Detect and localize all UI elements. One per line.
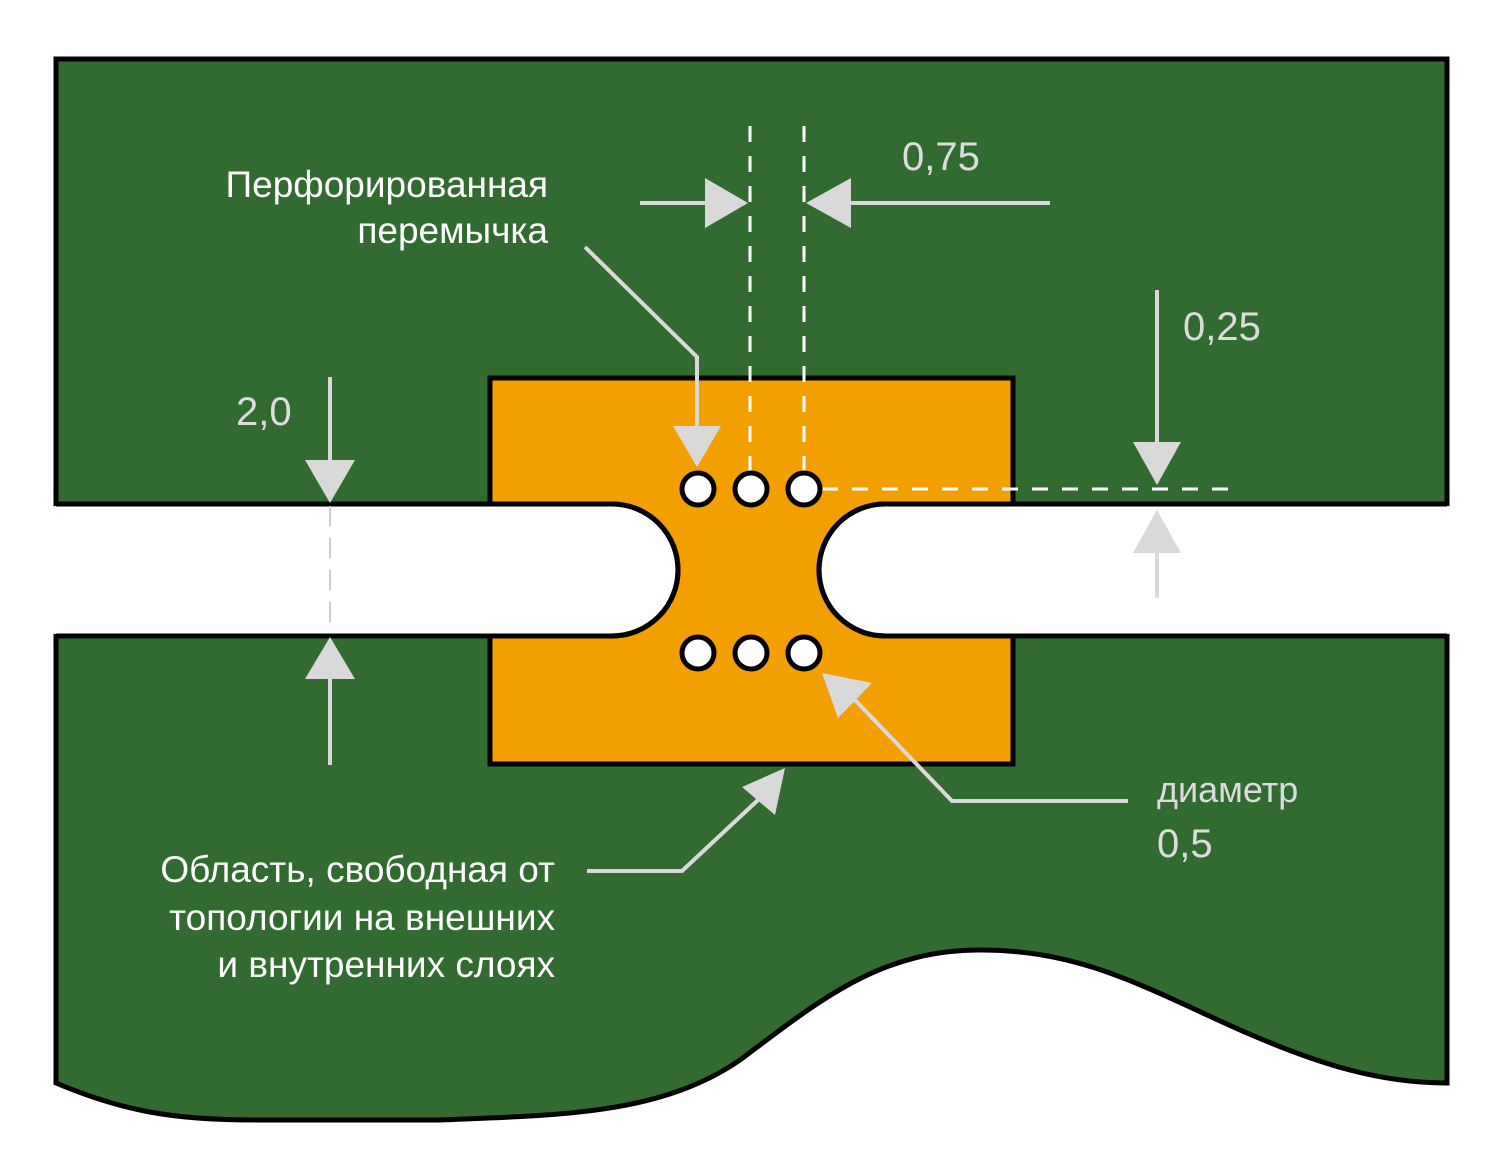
- keepout-label-line2: топологии на внешних: [169, 897, 555, 938]
- slot-width-value: 2,0: [236, 390, 292, 434]
- hole: [732, 634, 770, 672]
- arrow-up-right-icon: [742, 768, 785, 815]
- slot-left: [54, 506, 612, 634]
- dimension-slot-width: 2,0: [236, 377, 355, 765]
- hole-pitch-value: 0,75: [902, 135, 980, 179]
- slot-right-outline: [816, 501, 1447, 639]
- arrow-up-icon: [1133, 510, 1181, 553]
- holes-top-row: [679, 470, 823, 508]
- callout-perforated-bridge: Перфорированная перемычка: [226, 164, 721, 467]
- diameter-label: диаметр: [1157, 769, 1298, 810]
- holes-bottom-row: [679, 634, 823, 672]
- perforated-bridge-label-line1: Перфорированная: [226, 164, 548, 205]
- leader-line: [853, 698, 1128, 803]
- hole: [679, 470, 717, 508]
- leader-line: [583, 245, 699, 430]
- arrow-right-icon: [705, 178, 748, 228]
- dimension-edge-offset: 0,25: [1133, 290, 1261, 598]
- arrow-up-left-icon: [822, 673, 872, 718]
- callout-keepout-area: Область, свободная от топологии на внешн…: [160, 768, 785, 985]
- edge-offset-value: 0,25: [1183, 305, 1261, 349]
- callout-hole-diameter: диаметр 0,5: [822, 673, 1298, 866]
- hole: [679, 634, 717, 672]
- hole: [785, 634, 823, 672]
- arrow-down-icon: [1133, 442, 1181, 485]
- arrow-down-icon: [305, 460, 355, 503]
- perforated-bridge-label-line2: перемычка: [357, 210, 548, 251]
- hole: [785, 470, 823, 508]
- slot-right: [885, 506, 1449, 634]
- arrow-left-icon: [806, 178, 851, 228]
- leader-line: [587, 798, 760, 873]
- lower-board-section: [53, 633, 1450, 1123]
- keepout-label-line1: Область, свободная от: [160, 849, 555, 890]
- arrow-up-icon: [305, 637, 355, 679]
- keepout-label-line3: и внутренних слоях: [217, 944, 555, 985]
- slot-left-outline: [56, 501, 681, 639]
- arrow-down-icon: [673, 426, 721, 467]
- hole: [732, 470, 770, 508]
- hole-diameter-value: 0,5: [1157, 822, 1213, 866]
- dimension-hole-pitch: 0,75: [640, 135, 1050, 228]
